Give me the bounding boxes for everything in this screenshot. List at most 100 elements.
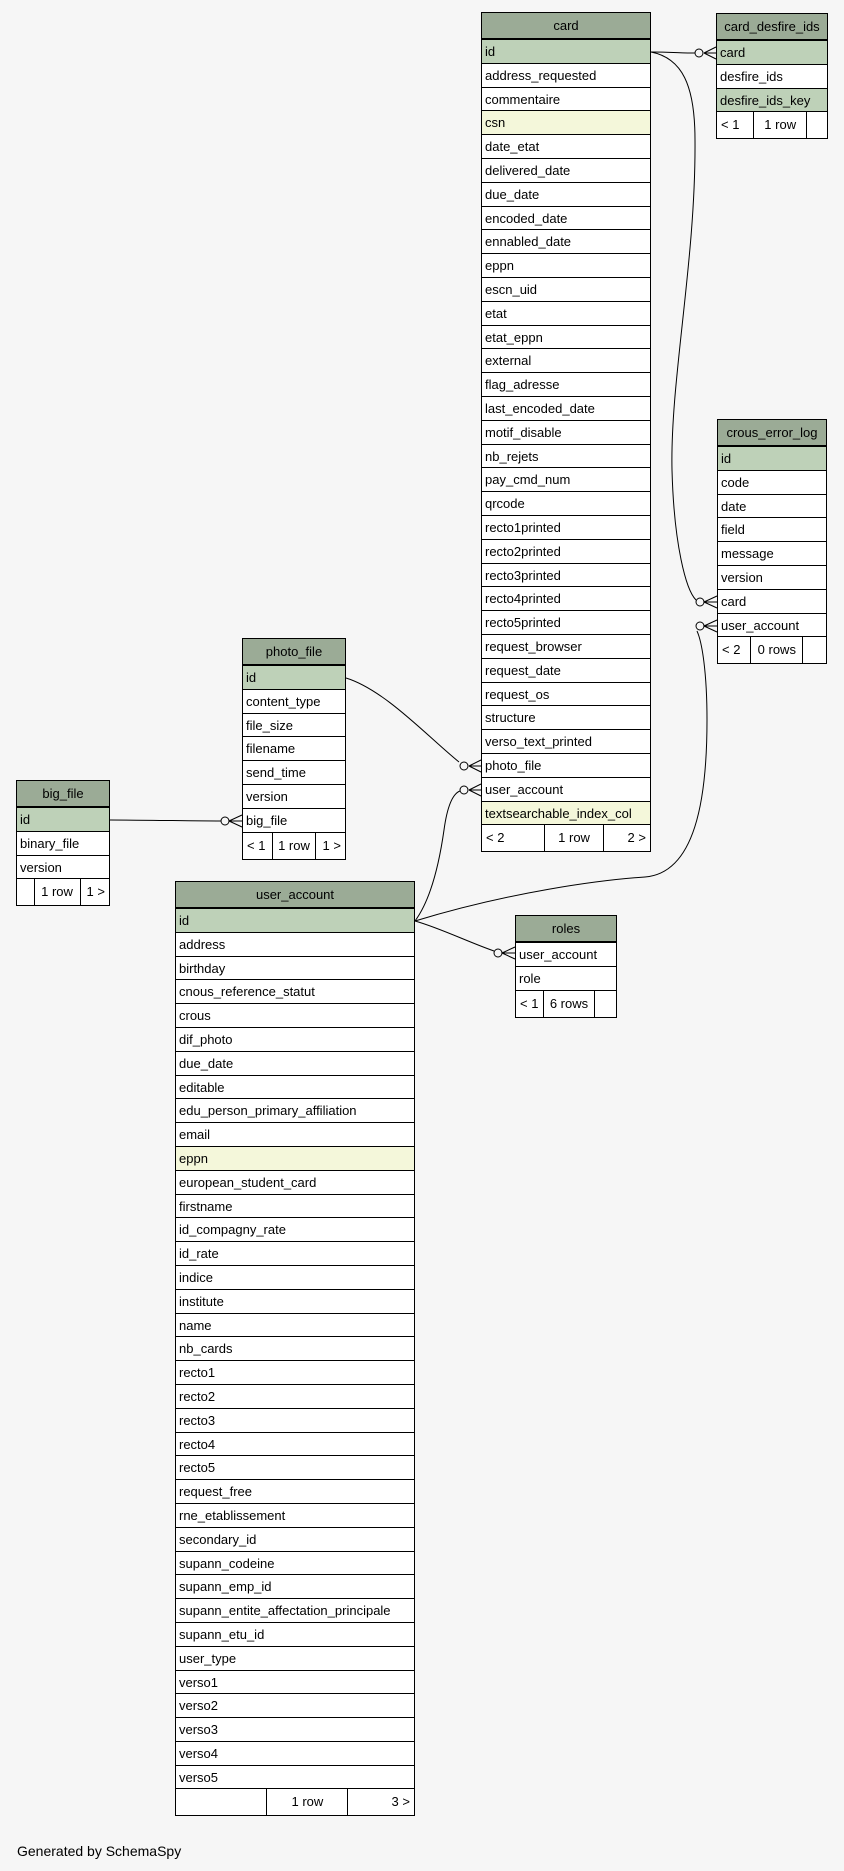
column-card-escn_uid: escn_uid <box>482 277 650 302</box>
column-user_account-supann_codeine: supann_codeine <box>176 1551 414 1576</box>
column-user_account-eppn: eppn <box>176 1146 414 1171</box>
column-crous_error_log-field: field <box>718 518 826 543</box>
children-badge-card_desfire_ids <box>806 112 827 139</box>
column-user_account-supann_entite_affectation_principale: supann_entite_affectation_principale <box>176 1599 414 1623</box>
row-count-big_file: 1 row <box>33 879 80 906</box>
column-photo_file-send_time: send_time <box>243 761 345 785</box>
column-user_account-secondary_id: secondary_id <box>176 1527 414 1552</box>
column-user_account-verso2: verso2 <box>176 1694 414 1719</box>
column-user_account-firstname: firstname <box>176 1194 414 1219</box>
column-user_account-id_compagny_rate: id_compagny_rate <box>176 1218 414 1243</box>
table-title-crous_error_log[interactable]: crous_error_log <box>718 420 826 447</box>
column-card-commentaire: commentaire <box>482 87 650 112</box>
column-crous_error_log-user_account: user_account <box>718 613 826 638</box>
column-user_account-crous: crous <box>176 1004 414 1028</box>
column-user_account-edu_person_primary_affiliation: edu_person_primary_affiliation <box>176 1099 414 1124</box>
column-card-request_date: request_date <box>482 658 650 683</box>
column-card-csn: csn <box>482 111 650 136</box>
column-card-qrcode: qrcode <box>482 492 650 516</box>
column-card-etat: etat <box>482 301 650 326</box>
table-title-big_file[interactable]: big_file <box>17 781 109 808</box>
column-user_account-nb_cards: nb_cards <box>176 1337 414 1362</box>
column-photo_file-file_size: file_size <box>243 713 345 738</box>
table-title-roles[interactable]: roles <box>516 916 616 943</box>
column-user_account-request_free: request_free <box>176 1480 414 1504</box>
column-user_account-address: address <box>176 932 414 957</box>
column-card-ennabled_date: ennabled_date <box>482 230 650 255</box>
column-user_account-id_rate: id_rate <box>176 1242 414 1266</box>
generated-by-label: Generated by SchemaSpy <box>17 1843 182 1859</box>
column-card-user_account: user_account <box>482 777 650 802</box>
column-user_account-cnous_reference_statut: cnous_reference_statut <box>176 980 414 1005</box>
parents-badge-card: < 2 <box>486 830 505 846</box>
column-card-verso_text_printed: verso_text_printed <box>482 730 650 754</box>
parents-badge-crous_error_log: < 2 <box>722 642 741 658</box>
column-crous_error_log-version: version <box>718 565 826 590</box>
column-user_account-email: email <box>176 1123 414 1147</box>
column-big_file-id: id <box>17 808 109 832</box>
column-roles-role: role <box>516 966 616 991</box>
column-user_account-dif_photo: dif_photo <box>176 1027 414 1052</box>
parents-badge-big_file <box>17 879 34 905</box>
column-card-due_date: due_date <box>482 182 650 207</box>
column-user_account-institute: institute <box>176 1289 414 1314</box>
column-user_account-id: id <box>176 909 414 933</box>
parents-badge-photo_file: < 1 <box>247 837 266 853</box>
children-badge-big_file: 1 > <box>79 879 109 906</box>
column-card-external: external <box>482 349 650 374</box>
column-big_file-version: version <box>17 855 109 880</box>
column-user_account-recto3: recto3 <box>176 1408 414 1433</box>
column-user_account-supann_emp_id: supann_emp_id <box>176 1575 414 1600</box>
table-title-card[interactable]: card <box>482 13 650 40</box>
column-user_account-user_type: user_type <box>176 1646 414 1671</box>
children-badge-photo_file: 1 > <box>315 832 345 859</box>
column-card-motif_disable: motif_disable <box>482 420 650 445</box>
children-badge-crous_error_log <box>802 637 826 664</box>
column-photo_file-content_type: content_type <box>243 689 345 714</box>
column-card-textsearchable_index_col: textsearchable_index_col <box>482 801 650 826</box>
column-card-nb_rejets: nb_rejets <box>482 444 650 469</box>
parents-badge-user_account <box>176 1789 266 1815</box>
column-card-address_requested: address_requested <box>482 63 650 88</box>
column-roles-user_account: user_account <box>516 943 616 967</box>
table-title-user_account[interactable]: user_account <box>176 882 414 909</box>
column-card-recto4printed: recto4printed <box>482 587 650 612</box>
column-photo_file-id: id <box>243 666 345 690</box>
column-card-recto3printed: recto3printed <box>482 563 650 588</box>
column-photo_file-version: version <box>243 784 345 809</box>
column-user_account-verso1: verso1 <box>176 1670 414 1695</box>
children-badge-card: 2 > <box>602 825 650 852</box>
column-user_account-verso3: verso3 <box>176 1718 414 1742</box>
row-count-user_account: 1 row <box>266 1789 347 1816</box>
column-card_desfire_ids-card: card <box>717 41 827 65</box>
column-user_account-birthday: birthday <box>176 956 414 981</box>
column-card-encoded_date: encoded_date <box>482 206 650 231</box>
table-title-photo_file[interactable]: photo_file <box>243 639 345 666</box>
column-card-last_encoded_date: last_encoded_date <box>482 396 650 421</box>
column-photo_file-big_file: big_file <box>243 808 345 833</box>
column-crous_error_log-card: card <box>718 589 826 614</box>
table-title-card_desfire_ids[interactable]: card_desfire_ids <box>717 14 827 41</box>
column-user_account-indice: indice <box>176 1265 414 1290</box>
column-photo_file-filename: filename <box>243 737 345 762</box>
column-card_desfire_ids-desfire_ids: desfire_ids <box>717 64 827 89</box>
column-crous_error_log-message: message <box>718 542 826 566</box>
column-crous_error_log-date: date <box>718 494 826 519</box>
column-card-etat_eppn: etat_eppn <box>482 325 650 350</box>
children-badge-roles <box>594 990 616 1017</box>
row-count-card: 1 row <box>544 825 603 852</box>
column-user_account-verso4: verso4 <box>176 1741 414 1766</box>
column-card-delivered_date: delivered_date <box>482 158 650 183</box>
